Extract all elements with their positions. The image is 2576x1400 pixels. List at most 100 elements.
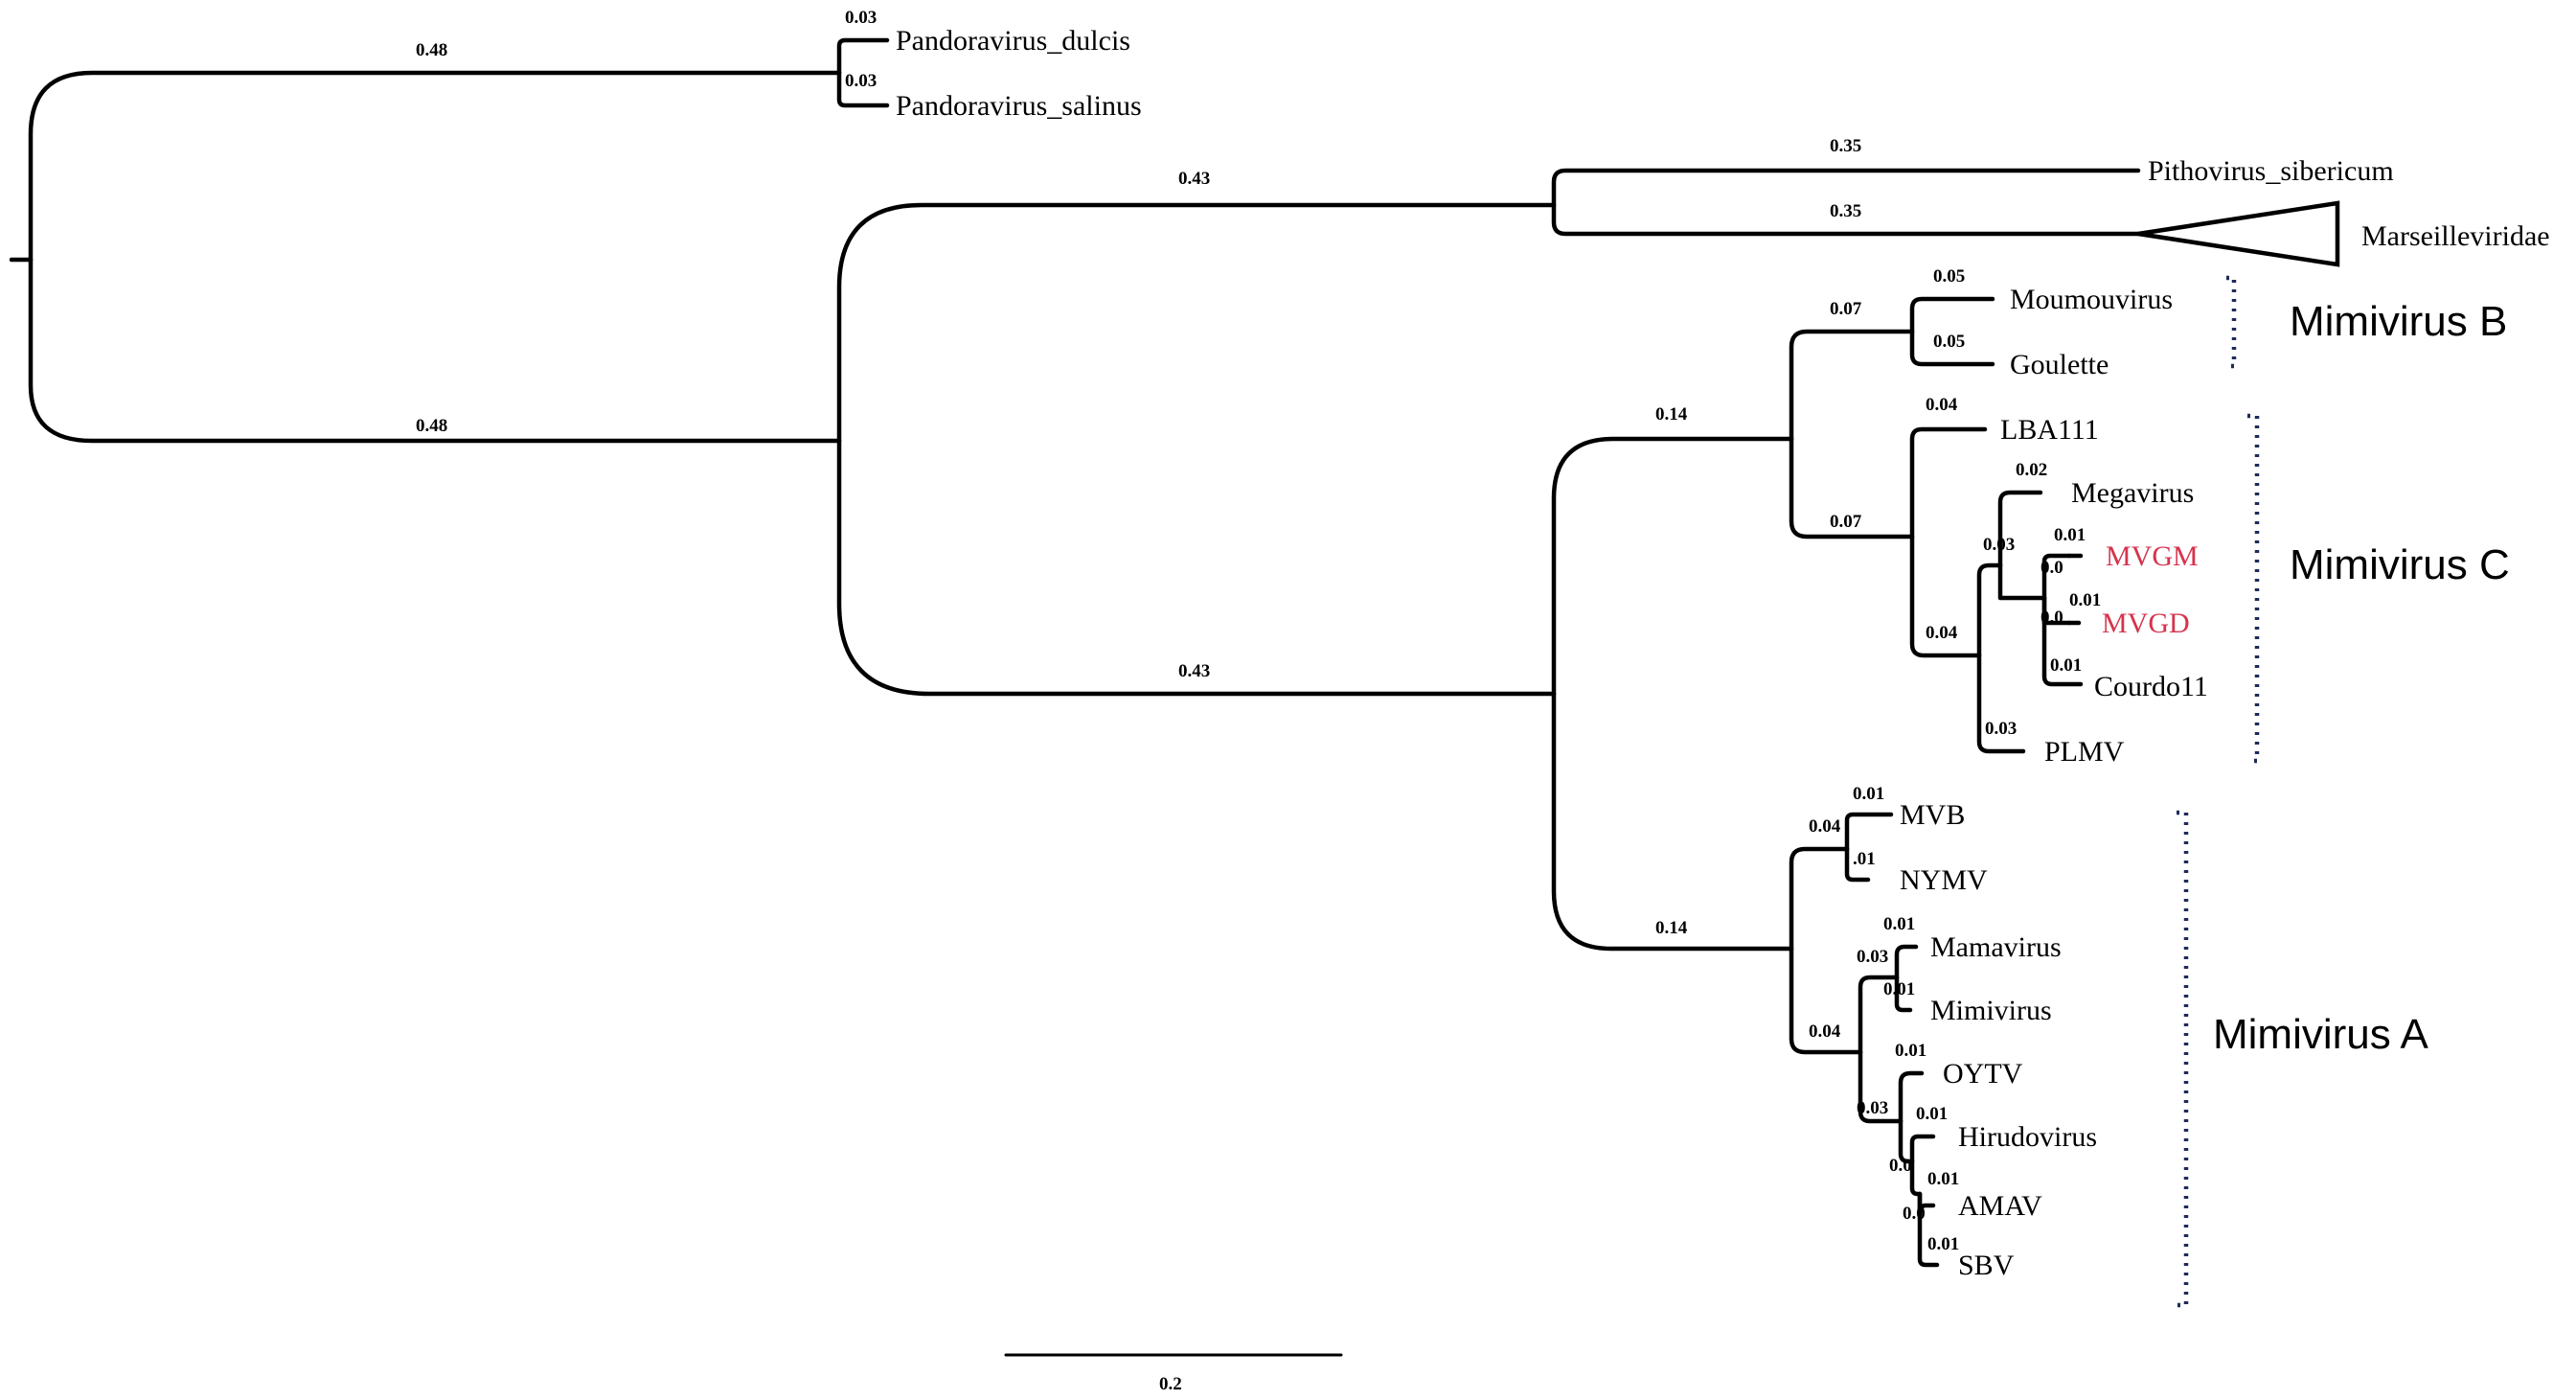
megavirus-branch — [1997, 490, 2043, 568]
bl-sbv: 0.01 — [1927, 1234, 1959, 1254]
mvb-clade-branch — [1789, 846, 1850, 952]
mvg-clade-branch — [1997, 562, 2047, 601]
leaf-courdo11: Courdo11 — [2094, 671, 2208, 702]
leaf-hirudovirus: Hirudovirus — [1958, 1121, 2097, 1153]
bl-goulette: 0.05 — [1933, 332, 1965, 352]
bl-courdo11: 0.01 — [2050, 655, 2082, 676]
bl-mimi-c-clade: 0.07 — [1830, 512, 1862, 532]
group-annotations: Mimivirus B Mimivirus C Mimivirus A — [2177, 275, 2510, 1308]
hirudovirus-branch — [1909, 1134, 1936, 1164]
leaf-marseilleviridae: Marseilleviridae — [2361, 220, 2550, 252]
bracket-mimivirus-b — [2226, 275, 2237, 369]
pandora-salinus-branch — [836, 70, 890, 108]
hirudo-clade-branch — [1898, 1118, 1915, 1164]
bl-root-top: 0.48 — [416, 40, 447, 60]
leaf-mvgm: MVGM — [2106, 540, 2199, 572]
amav-clade-branch — [1909, 1159, 1923, 1197]
branch-length-labels: 0.48 0.48 0.03 0.03 0.43 0.43 0.35 0.35 … — [416, 8, 2101, 1254]
bl-mvgd: 0.01 — [2069, 590, 2101, 610]
leaf-plmv: PLMV — [2044, 736, 2125, 768]
bl-mama-clade: 0.03 — [1857, 947, 1888, 967]
bl-megavirus-clade: 0.03 — [1983, 535, 2015, 555]
leaf-mamavirus: Mamavirus — [1930, 931, 2062, 963]
leaf-amav: AMAV — [1958, 1190, 2042, 1222]
bl-oytv-clade: 0.03 — [1857, 1098, 1888, 1118]
bl-mvgd-clade: 0.0 — [2040, 608, 2063, 628]
pandora-node — [836, 37, 890, 76]
nymv-branch — [1844, 846, 1871, 883]
mimivirus-branch — [1894, 975, 1913, 1013]
bl-hirudo-clade: 0.0 — [1889, 1156, 1912, 1176]
pitho-marseille-branch — [836, 202, 1557, 444]
group-label-mimivirus-a: Mimivirus A — [2213, 1011, 2429, 1058]
mama-oytv-branch — [1789, 946, 1863, 1055]
leaf-pithovirus-sibericum: Pithovirus_sibericum — [2148, 155, 2394, 187]
leaf-oytv: OYTV — [1943, 1058, 2023, 1090]
mvb-branch — [1844, 812, 1894, 852]
bl-mimi-clade: 0.43 — [1178, 661, 1210, 681]
branches — [9, 37, 2141, 1268]
leaf-lba111: LBA111 — [2000, 414, 2099, 446]
pithovirus-branch — [1551, 168, 2141, 208]
sbv-branch — [1917, 1191, 1940, 1268]
mvg-node — [2041, 553, 2072, 601]
bl-mvb: 0.01 — [1853, 784, 1884, 804]
bl-pandoravirus-salinus: 0.03 — [845, 71, 877, 91]
bl-mvb-clade: 0.04 — [1809, 816, 1841, 837]
root-bottom-branch — [28, 257, 842, 444]
bl-mimi-b-clade: 0.07 — [1830, 299, 1862, 319]
mimi-branch — [836, 438, 1557, 697]
leaf-mvb: MVB — [1900, 799, 1965, 831]
megavirus-clade-branch — [1976, 562, 2003, 658]
leaf-pandoravirus-dulcis: Pandoravirus_dulcis — [896, 25, 1130, 57]
leaf-pandoravirus-salinus: Pandoravirus_salinus — [896, 90, 1142, 122]
bl-moumouvirus: 0.05 — [1933, 266, 1965, 287]
bl-amav: 0.01 — [1927, 1169, 1959, 1189]
mama-clade-branch — [1858, 975, 1900, 1055]
courdo-node — [2041, 595, 2084, 687]
plmv-branch — [1976, 653, 2026, 754]
mimi-b-branch — [1789, 329, 1915, 442]
marseilleviridae-collapsed-clade — [2137, 200, 2340, 267]
bl-megavirus: 0.02 — [2016, 460, 2047, 480]
scale-bar-label: 0.2 — [1159, 1374, 1182, 1394]
bl-mimi-a-clade: 0.14 — [1655, 918, 1688, 938]
mimi-a-branch — [1551, 691, 1794, 952]
mimi-c-sub-branch — [1909, 534, 1982, 658]
bl-lba111: 0.04 — [1926, 395, 1958, 415]
bl-mvgm: 0.01 — [2054, 525, 2086, 545]
leaf-sbv: SBV — [1958, 1250, 2015, 1281]
bl-mimi-bc-clade: 0.14 — [1655, 404, 1688, 425]
bl-root-bottom: 0.48 — [416, 416, 447, 436]
bl-mvg-clade: 0.0 — [2040, 558, 2063, 578]
bracket-mimivirus-a — [2177, 810, 2189, 1308]
bl-plmv: 0.03 — [1985, 719, 2017, 739]
bl-nymv: .01 — [1853, 849, 1876, 869]
bl-mimivirus: 0.01 — [1883, 979, 1915, 999]
mvgd-branch — [2041, 595, 2072, 626]
leaf-labels: Pandoravirus_dulcis Pandoravirus_salinus… — [896, 25, 2550, 1281]
scale-bar: 0.2 — [1004, 1353, 1343, 1394]
oytv-branch — [1898, 1070, 1925, 1124]
leaf-moumouvirus: Moumouvirus — [2010, 284, 2173, 315]
goulette-branch — [1909, 329, 1995, 367]
bl-mamavirus: 0.01 — [1883, 914, 1915, 934]
bl-oytv: 0.01 — [1895, 1041, 1926, 1061]
marseilleviridae-branch — [1551, 202, 2141, 237]
mimi-bc-branch — [1551, 436, 1794, 697]
leaf-nymv: NYMV — [1900, 864, 1988, 896]
bracket-mimivirus-c — [2247, 413, 2260, 764]
root-top-branch — [28, 70, 842, 263]
bl-pandoravirus-dulcis: 0.03 — [845, 8, 877, 28]
mimi-c-branch — [1789, 436, 1915, 539]
group-label-mimivirus-c: Mimivirus C — [2290, 541, 2510, 588]
moumouvirus-branch — [1909, 296, 1995, 334]
mamavirus-branch — [1894, 944, 1919, 980]
leaf-megavirus: Megavirus — [2071, 477, 2194, 509]
bl-marseilleviridae: 0.35 — [1830, 201, 1861, 221]
leaf-mvgd: MVGD — [2102, 608, 2190, 639]
bl-pitho-marseille-clade: 0.43 — [1178, 169, 1210, 189]
lba111-branch — [1909, 426, 1988, 539]
group-label-mimivirus-b: Mimivirus B — [2290, 298, 2507, 345]
leaf-mimivirus: Mimivirus — [1930, 995, 2052, 1026]
